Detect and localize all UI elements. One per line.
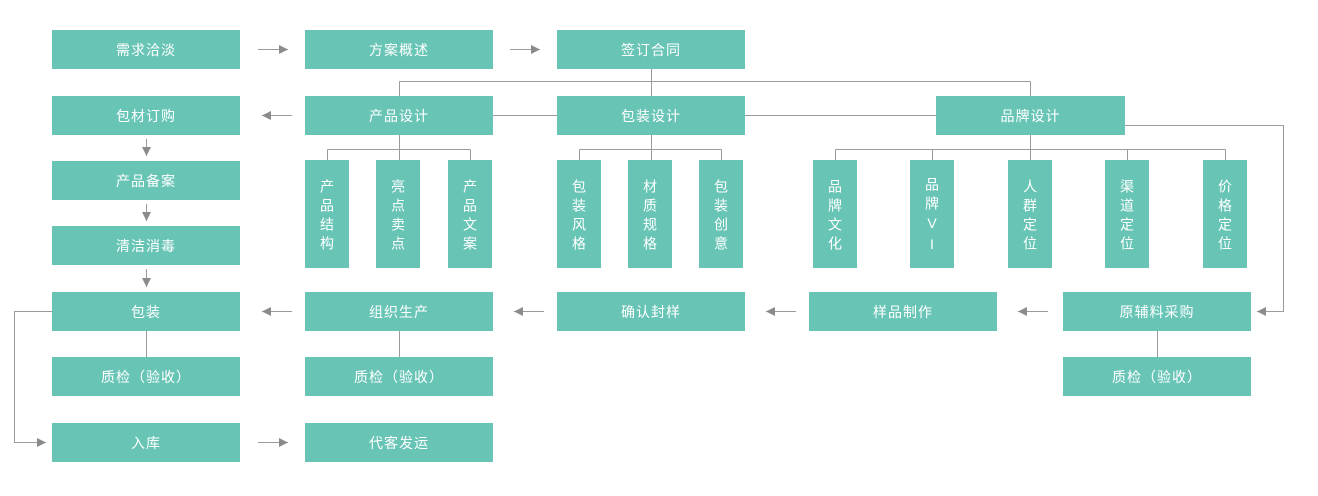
node-brand-design[interactable]: 品牌设计 (936, 96, 1125, 135)
node-product-filing[interactable]: 产品备案 (52, 161, 240, 200)
node-demand-negotiation[interactable]: 需求洽淡 (52, 30, 240, 69)
node-price-positioning[interactable]: 价格定位 (1203, 160, 1247, 268)
node-warehousing[interactable]: 入库 (52, 423, 240, 462)
node-product-copywriting[interactable]: 产品文案 (448, 160, 492, 268)
node-material-specification[interactable]: 材质规格 (628, 160, 672, 268)
node-packaging-style[interactable]: 包装风格 (557, 160, 601, 268)
node-product-design[interactable]: 产品设计 (305, 96, 493, 135)
connector-lines (146, 69, 1226, 357)
node-organize-production[interactable]: 组织生产 (305, 292, 493, 331)
node-consignment-shipping[interactable]: 代客发运 (305, 423, 493, 462)
node-confirm-sealed-sample[interactable]: 确认封样 (557, 292, 745, 331)
node-cleaning-disinfection[interactable]: 清洁消毒 (52, 226, 240, 265)
node-qc-acceptance-raw-material[interactable]: 质检（验收） (1063, 357, 1251, 396)
node-sample-making[interactable]: 样品制作 (809, 292, 997, 331)
node-proposal-overview[interactable]: 方案概述 (305, 30, 493, 69)
node-qc-acceptance-packing[interactable]: 质检（验收） (52, 357, 240, 396)
node-packaging-material-order[interactable]: 包材订购 (52, 96, 240, 135)
node-brand-culture[interactable]: 品牌文化 (813, 160, 857, 268)
node-packaging-design[interactable]: 包装设计 (557, 96, 745, 135)
node-audience-positioning[interactable]: 人群定位 (1008, 160, 1052, 268)
connector-arrows (14, 45, 1284, 447)
node-packaging-creativity[interactable]: 包装创意 (699, 160, 743, 268)
node-channel-positioning[interactable]: 渠道定位 (1105, 160, 1149, 268)
node-sign-contract[interactable]: 签订合同 (557, 30, 745, 69)
edge-brand-design-to-raw-material (1125, 125, 1284, 316)
node-highlight-selling-points[interactable]: 亮点卖点 (376, 160, 420, 268)
node-qc-acceptance-production[interactable]: 质检（验收） (305, 357, 493, 396)
node-brand-vi[interactable]: 品牌VI (910, 160, 954, 268)
node-product-structure[interactable]: 产品结构 (305, 160, 349, 268)
edge-packing-to-warehousing (14, 311, 52, 447)
node-packing[interactable]: 包装 (52, 292, 240, 331)
node-raw-material-procurement[interactable]: 原辅料采购 (1063, 292, 1251, 331)
